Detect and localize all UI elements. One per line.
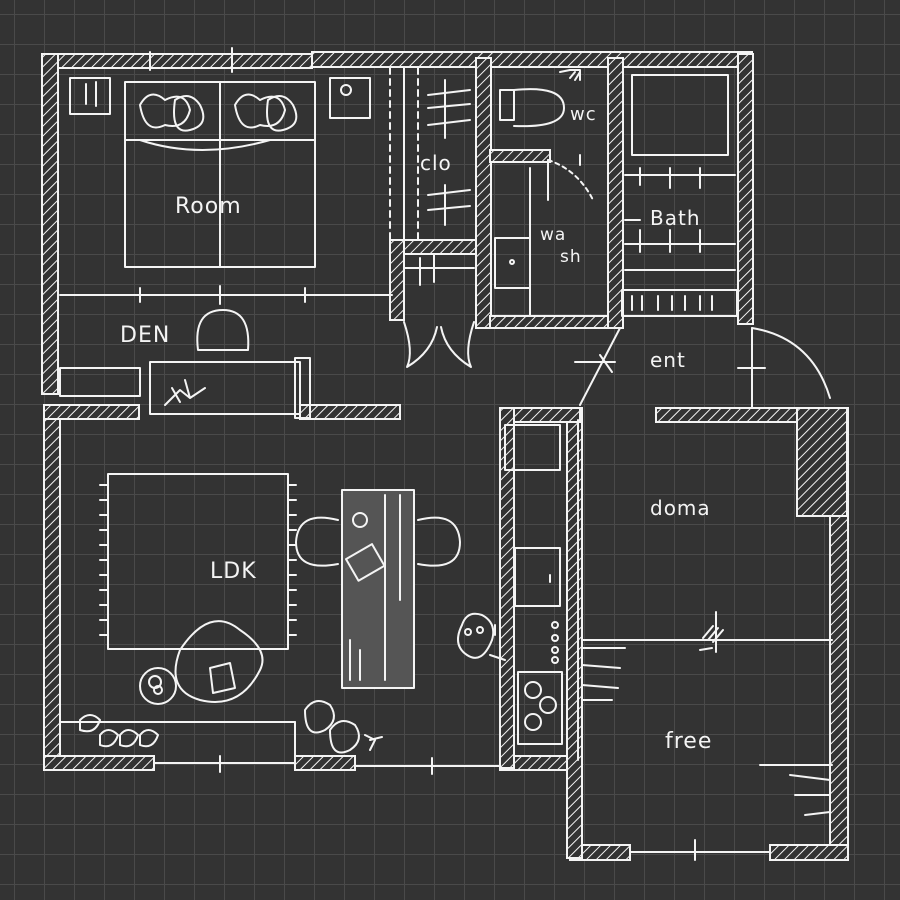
walls: [41, 51, 849, 861]
room-label-room: Room: [175, 194, 242, 219]
room-label-wash-2: sh: [560, 247, 582, 267]
room-labels: Room clo wc wa sh Bath DEN ent doma LDK …: [120, 104, 712, 754]
room-label-doma: doma: [650, 496, 711, 520]
fixtures: [59, 47, 833, 861]
room-label-wc: wc: [570, 104, 597, 125]
room-label-bath: Bath: [650, 206, 701, 230]
room-label-den: DEN: [120, 323, 170, 348]
room-label-ent: ent: [650, 348, 686, 372]
room-label-free: free: [665, 729, 712, 754]
room-label-ldk: LDK: [210, 559, 257, 584]
room-label-wash-1: wa: [540, 225, 566, 245]
room-label-clo: clo: [420, 151, 452, 175]
